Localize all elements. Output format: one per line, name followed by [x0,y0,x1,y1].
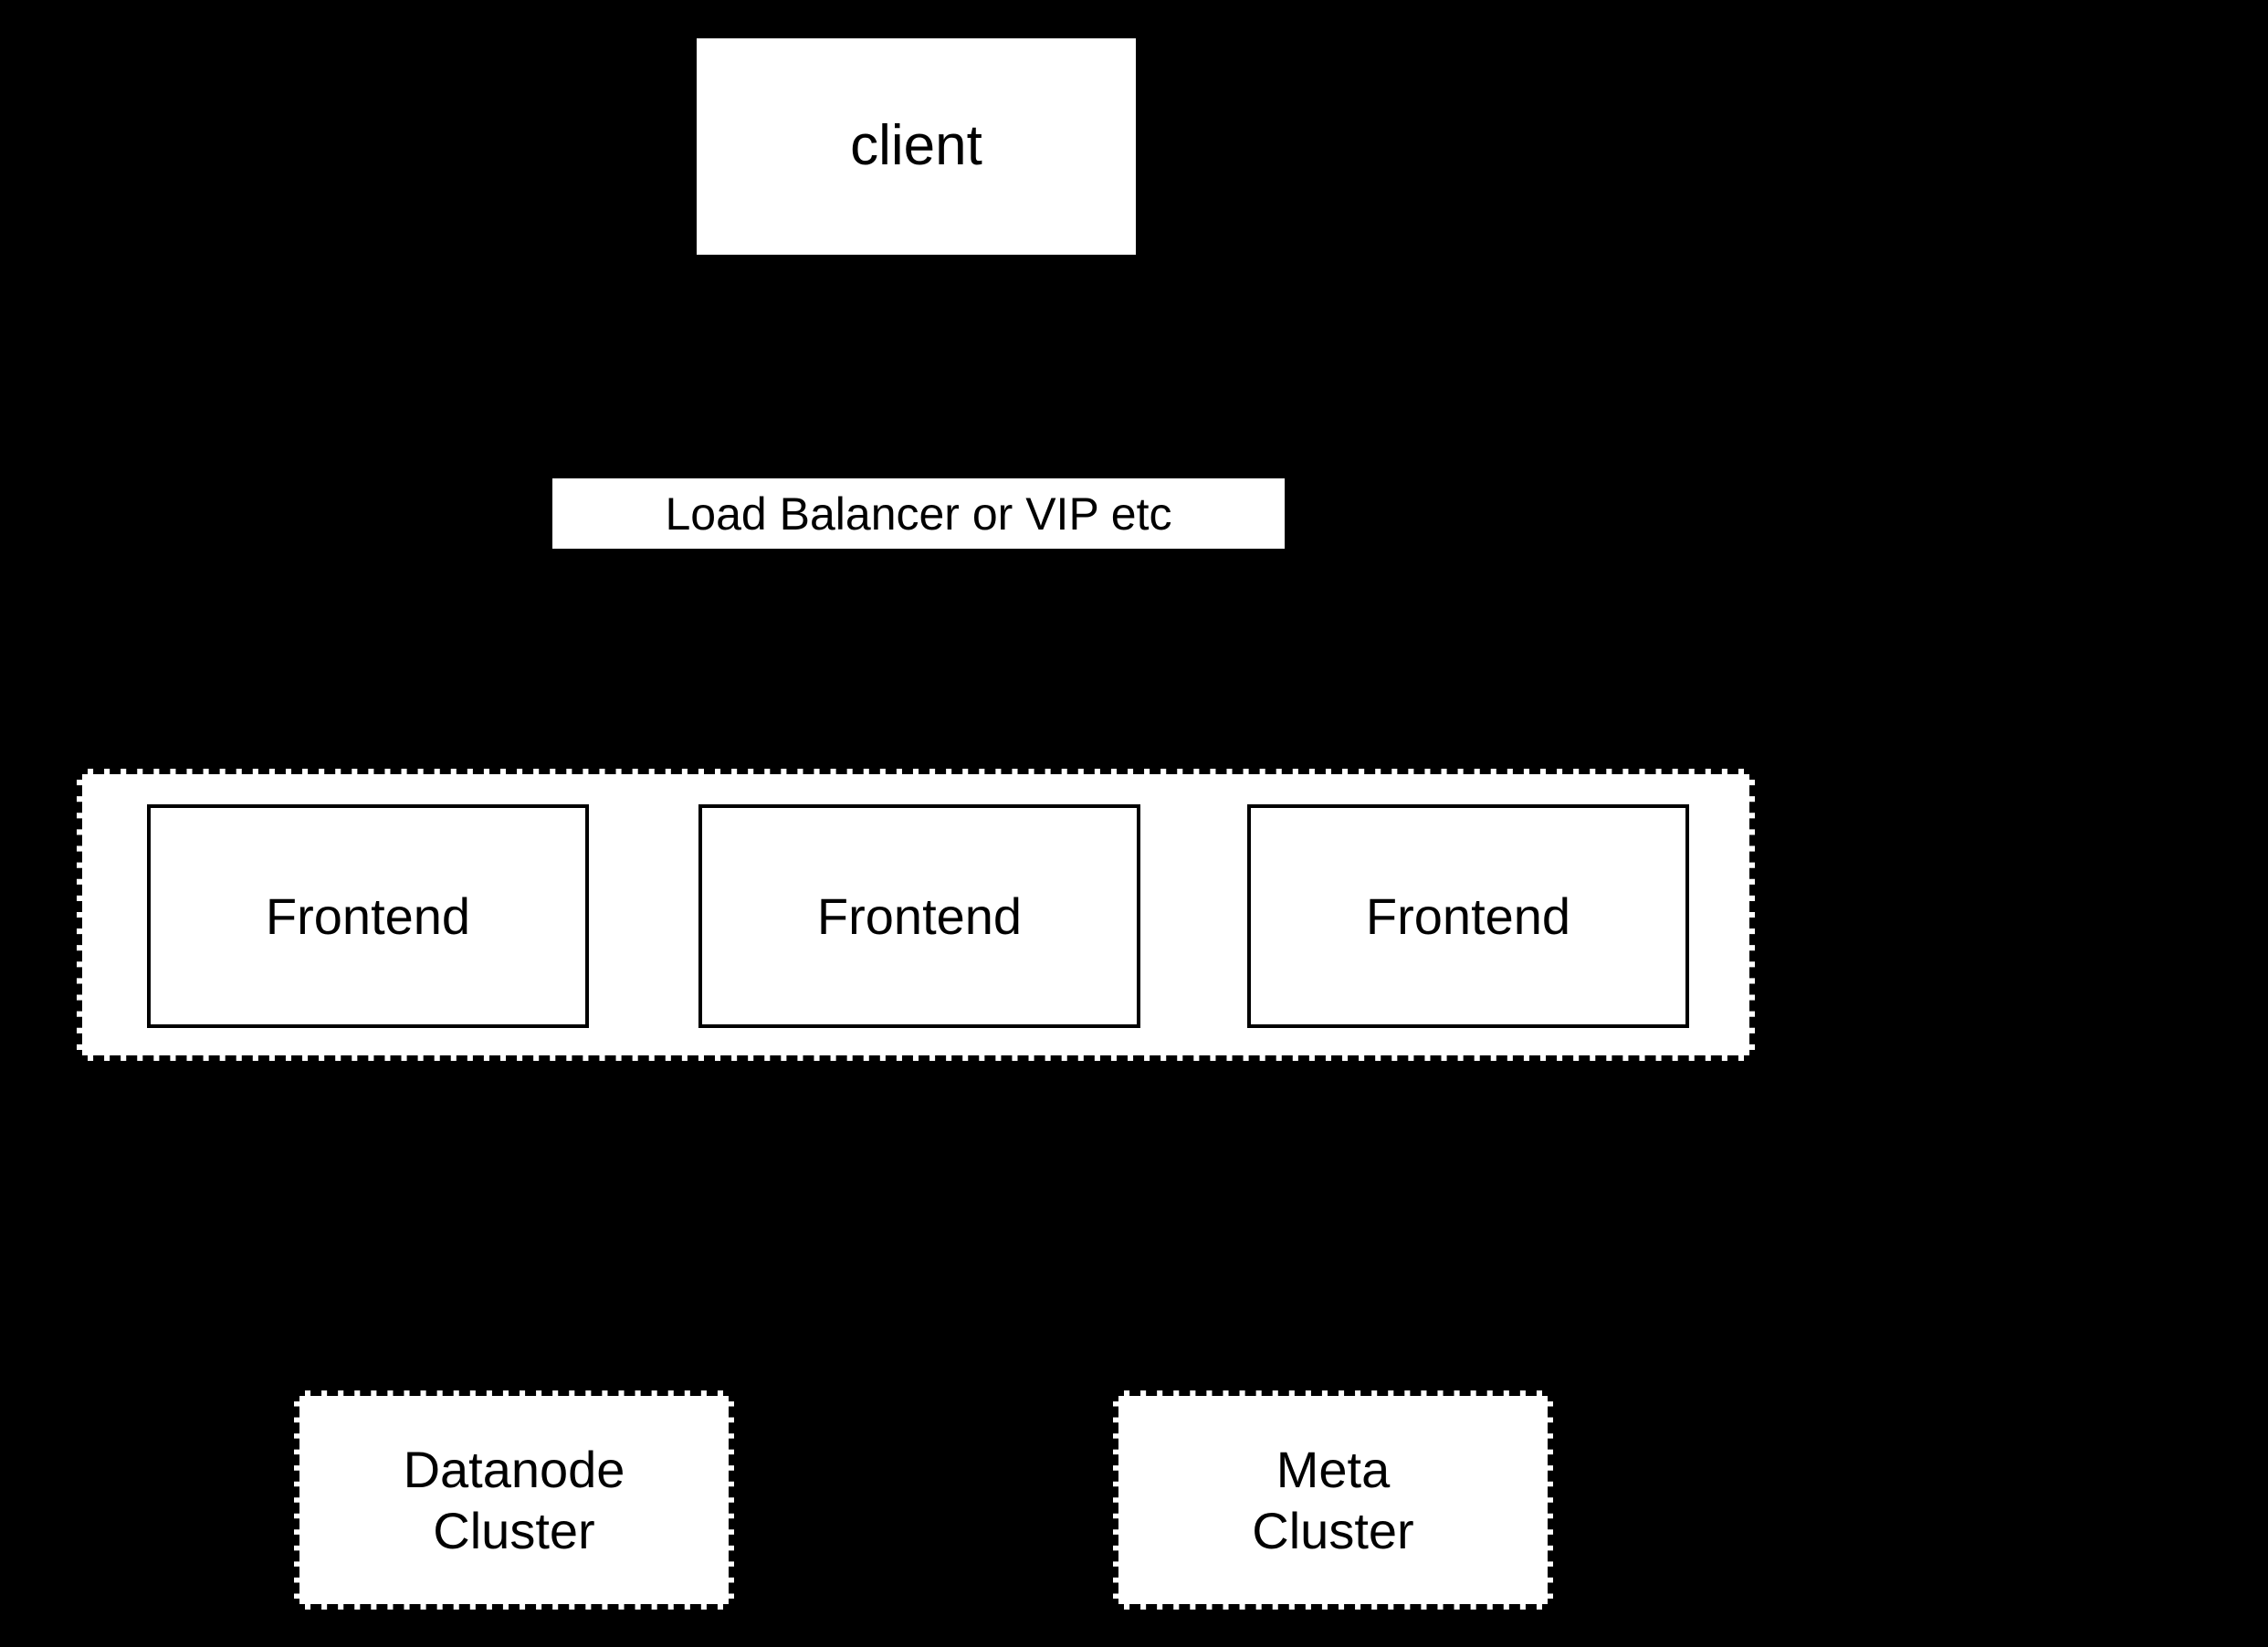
client-label: client [850,114,982,178]
meta-cluster-label: Meta Cluster [1252,1439,1413,1561]
datanode-cluster-label-line1: Datanode [403,1440,625,1498]
frontend-label-2: Frontend [816,886,1023,945]
meta-cluster-label-line2: Cluster [1252,1502,1414,1559]
frontend-node-2: Frontend [698,804,1140,1028]
datanode-cluster-label-line2: Cluster [433,1502,595,1559]
load-balancer-label: Load Balancer or VIP etc [665,488,1172,540]
frontend-group-container: Frontend Frontend Frontend [77,769,1755,1061]
frontend-label-1: Frontend [265,886,471,945]
frontend-label-3: Frontend [1365,886,1571,945]
load-balancer-node: Load Balancer or VIP etc [552,478,1285,549]
datanode-cluster-node: Datanode Cluster [294,1390,734,1610]
meta-cluster-node: Meta Cluster [1113,1390,1553,1610]
client-node: client [697,38,1136,255]
meta-cluster-label-line1: Meta [1276,1440,1391,1498]
frontend-node-3: Frontend [1247,804,1689,1028]
datanode-cluster-label: Datanode Cluster [404,1439,625,1561]
frontend-node-1: Frontend [147,804,589,1028]
